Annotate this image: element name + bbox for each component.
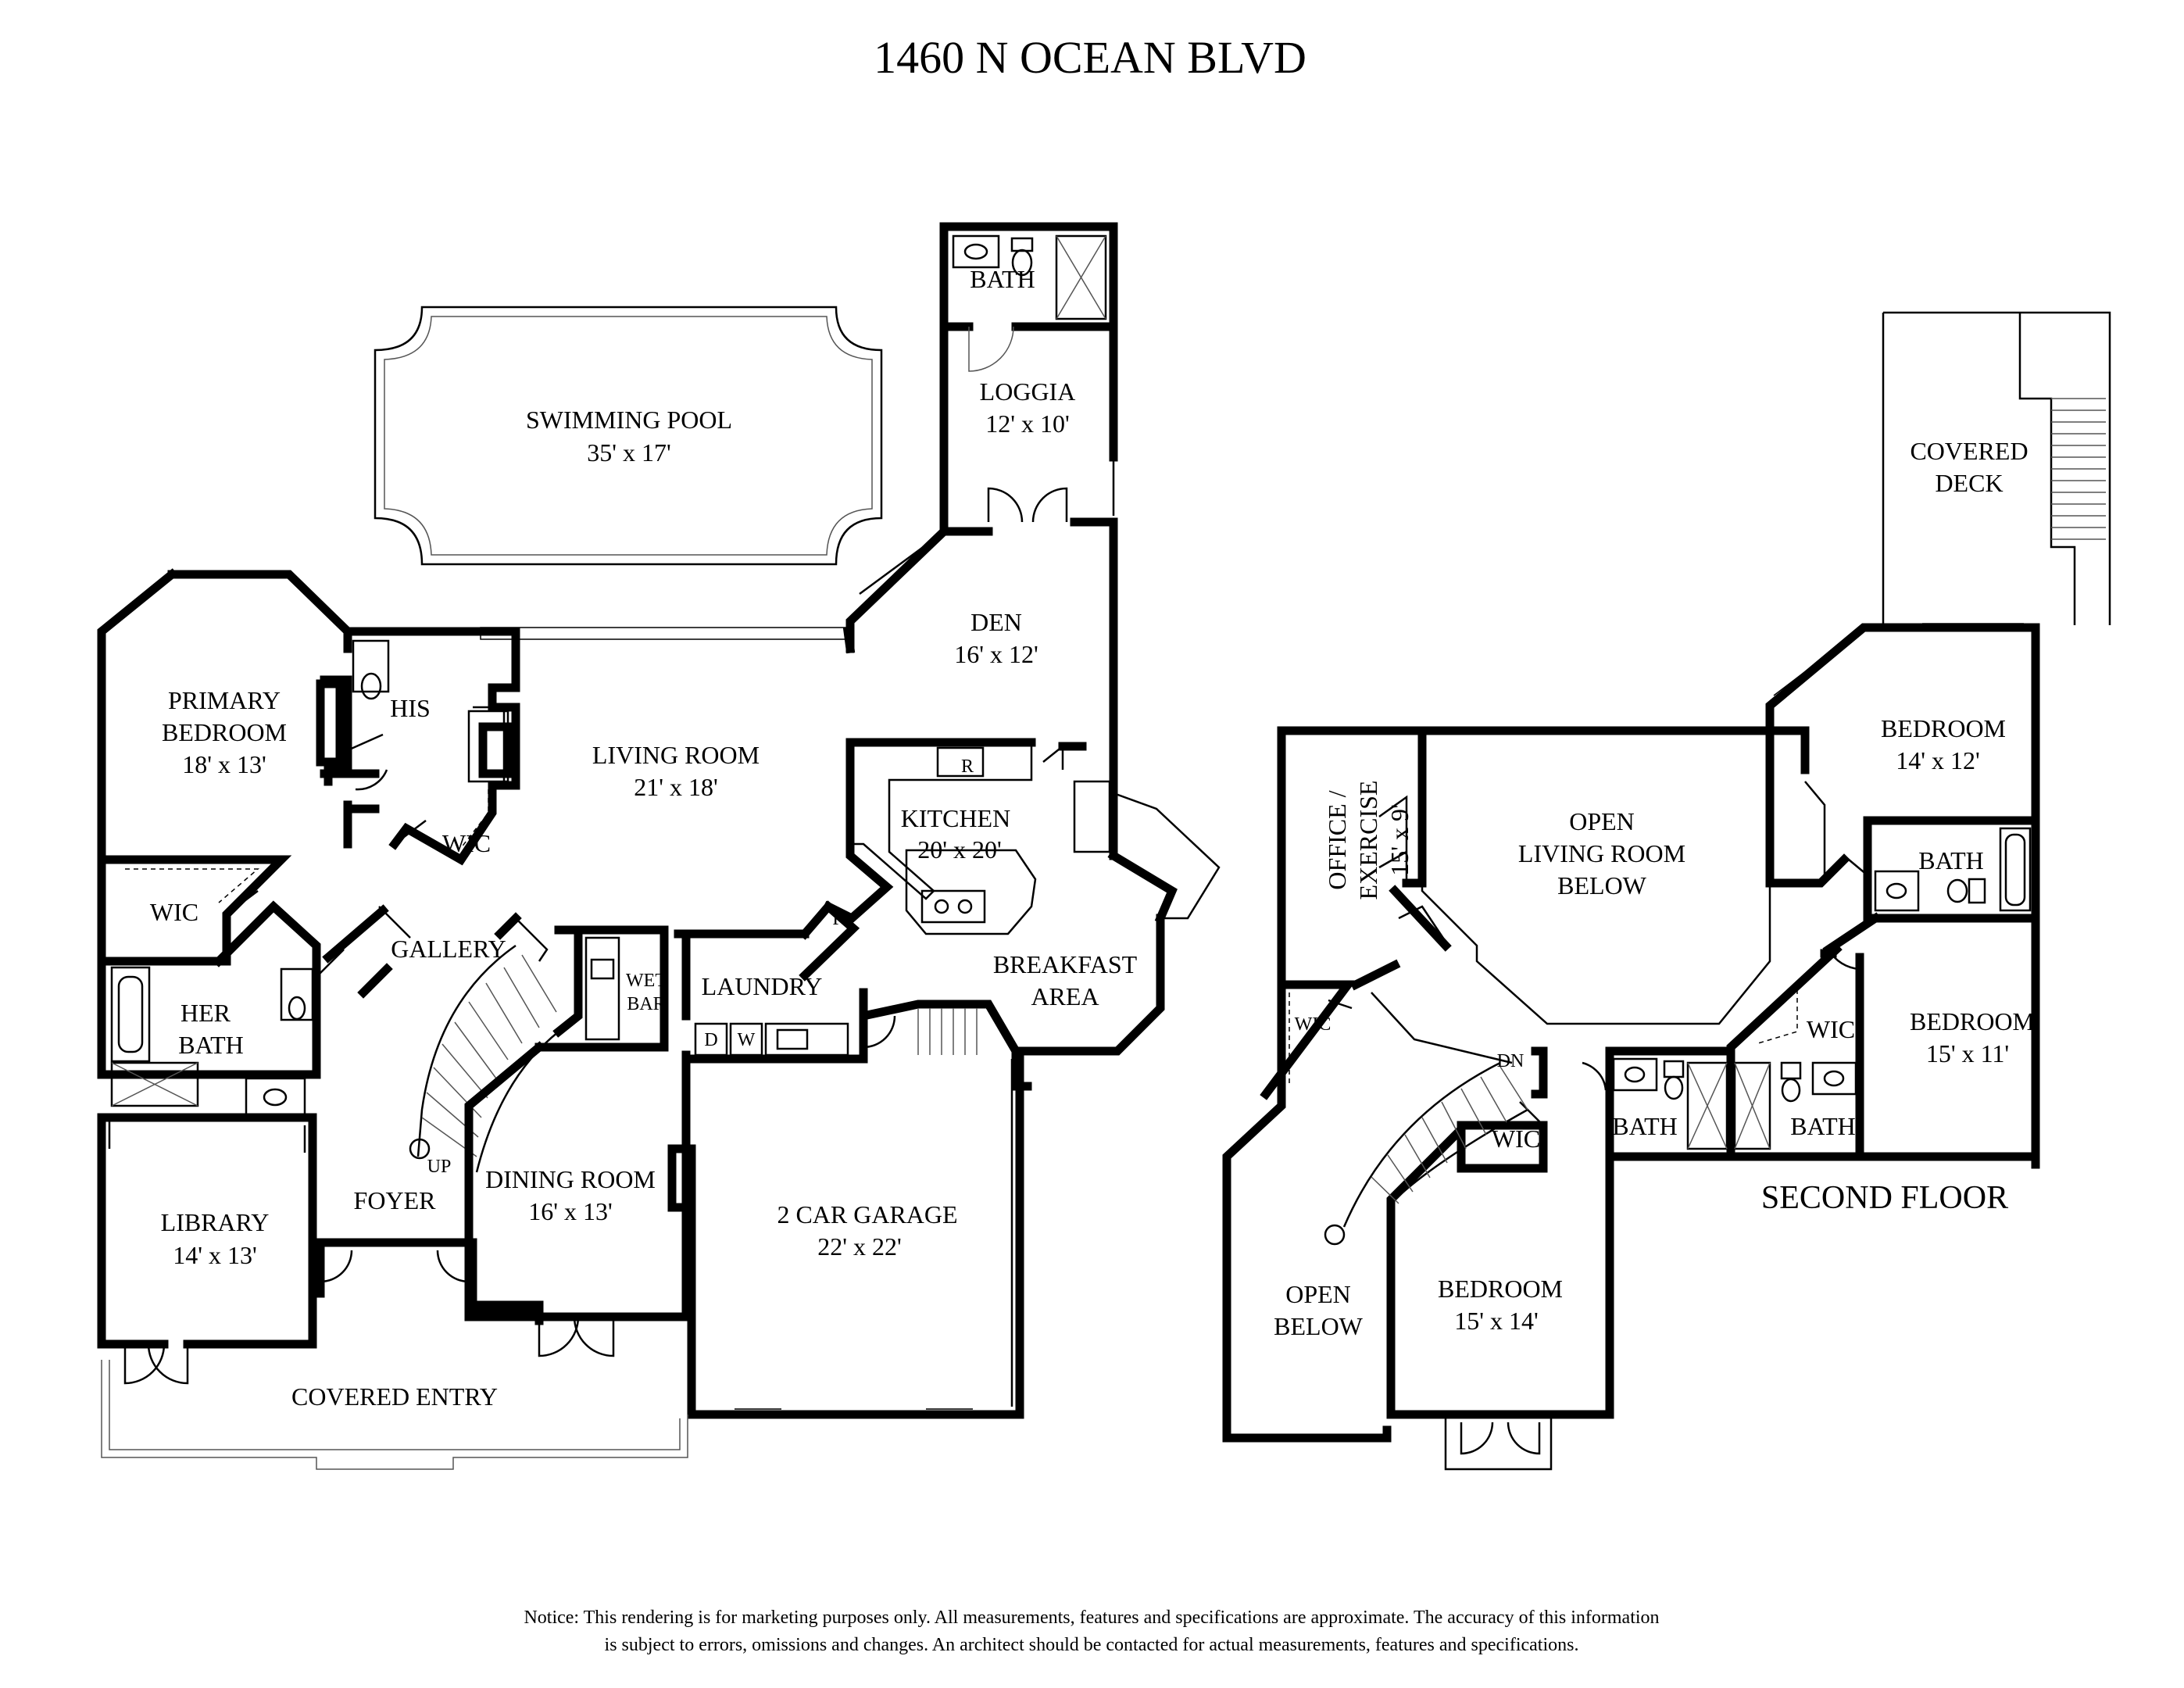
first-floor-labels: SWIMMING POOL 35' x 17' BATH LOGGIA 12' … [150, 265, 1138, 1411]
breakfast-label-2: AREA [1031, 982, 1099, 1010]
open-living-label-2: LIVING ROOM [1518, 839, 1685, 867]
bedroom-15x14-label: BEDROOM [1438, 1275, 1563, 1303]
covered-deck-label-2: DECK [1935, 469, 2003, 497]
covered-entry [101, 1360, 688, 1470]
bedroom-14x12-size: 14' x 12' [1896, 746, 1980, 774]
office-label-2: EXERCISE [1354, 781, 1382, 900]
library-walls [97, 1113, 317, 1385]
second-floor-labels: COVERED DECK OFFICE / EXERCISE 15' x 9' … [1274, 437, 2035, 1340]
notice-line-1: Notice: This rendering is for marketing … [524, 1608, 1659, 1628]
open-below-label-1: OPEN [1285, 1280, 1351, 1308]
kitchen-label: KITCHEN [901, 804, 1010, 832]
kitchen-size: 20' x 20' [917, 835, 1002, 864]
pantry-label: P [832, 909, 842, 929]
her-bath-label-1: HER [181, 999, 231, 1027]
primary-bedroom-size: 18' x 13' [182, 750, 266, 778]
right-bath-label: BATH [1790, 1112, 1856, 1140]
covered-deck-label-1: COVERED [1910, 437, 2028, 465]
washer-label: W [738, 1030, 756, 1050]
his-label: HIS [390, 694, 431, 722]
second-floor [1222, 311, 2111, 1471]
dining-room-size: 16' x 13' [528, 1197, 613, 1225]
pool-size: 35' x 17' [587, 438, 671, 467]
loggia-size: 12' x 10' [985, 409, 1070, 438]
dining-room-label: DINING ROOM [485, 1165, 656, 1193]
wet-bar-label-1: WET [626, 971, 667, 991]
bedroom-15x11-size: 15' x 11' [1926, 1039, 2009, 1068]
refrigerator-label: R [961, 756, 974, 777]
loggia-label: LOGGIA [980, 377, 1076, 406]
living-room-label: LIVING ROOM [592, 741, 760, 769]
dryer-label: D [704, 1030, 717, 1050]
notice-line-2: is subject to errors, omissions and chan… [605, 1635, 1579, 1655]
wet-bar-label-2: BAR [627, 994, 665, 1014]
garage-label: 2 CAR GARAGE [777, 1200, 957, 1228]
second-floor-walls [1222, 623, 2040, 1471]
den-size: 16' x 12' [954, 640, 1038, 668]
plan-title: 1460 N OCEAN BLVD [874, 32, 1306, 83]
tower-bath-label: BATH [970, 265, 1035, 293]
covered-deck [1882, 311, 2111, 625]
living-room-walls [343, 626, 856, 866]
second-floor-heading: SECOND FLOOR [1761, 1180, 2008, 1216]
open-living-label-1: OPEN [1569, 807, 1635, 835]
foyer-label: FOYER [354, 1186, 437, 1214]
open-below-label-2: BELOW [1274, 1312, 1364, 1340]
disclaimer-notice: Notice: This rendering is for marketing … [524, 1608, 1659, 1655]
library-label: LIBRARY [161, 1208, 270, 1236]
bedroom-15x11-wic-label: WIC [1807, 1015, 1855, 1043]
swimming-pool [374, 306, 883, 566]
living-room-size: 21' x 18' [634, 773, 718, 801]
covered-entry-label: COVERED ENTRY [291, 1382, 498, 1411]
primary-bedroom-label-1: PRIMARY [168, 686, 281, 714]
left-bath-label: BATH [1612, 1112, 1678, 1140]
primary-bedroom-label-2: BEDROOM [162, 718, 287, 746]
office-label-1: OFFICE / [1323, 790, 1351, 889]
stairs-down-label: DN [1497, 1051, 1525, 1071]
open-living-label-3: BELOW [1557, 871, 1647, 899]
her-bath-walls [97, 855, 411, 1118]
bedroom-15x14-size: 15' x 14' [1454, 1307, 1539, 1335]
office-wic-label: WIC [1295, 1014, 1331, 1035]
loggia-tower [939, 222, 1118, 860]
her-wic-label: WIC [150, 898, 198, 926]
gallery-label: GALLERY [391, 935, 506, 963]
office-size: 15' x 9' [1385, 804, 1414, 876]
his-wic-label: WIC [442, 829, 491, 857]
foyer-walls [308, 912, 669, 1310]
bedroom-15x14-wic-label: WIC [1492, 1125, 1540, 1153]
pool-label: SWIMMING POOL [526, 406, 732, 434]
her-bath-label-2: BATH [178, 1031, 244, 1059]
laundry-label: LAUNDRY [702, 972, 823, 1000]
stairs-up-label: UP [427, 1157, 452, 1177]
den-label: DEN [970, 608, 1022, 636]
den-kitchen-walls [799, 525, 1221, 1091]
bedroom-15x11-label: BEDROOM [1910, 1007, 2035, 1035]
bedroom-14x12-label: BEDROOM [1881, 714, 2006, 742]
first-floor [97, 222, 1221, 1470]
garage-size: 22' x 22' [817, 1232, 902, 1261]
laundry-garage-walls [667, 929, 1024, 1419]
breakfast-label-1: BREAKFAST [993, 950, 1138, 978]
upper-bath-label: BATH [1918, 846, 1984, 874]
library-size: 14' x 13' [173, 1241, 257, 1269]
dining-room-walls [464, 1238, 691, 1357]
